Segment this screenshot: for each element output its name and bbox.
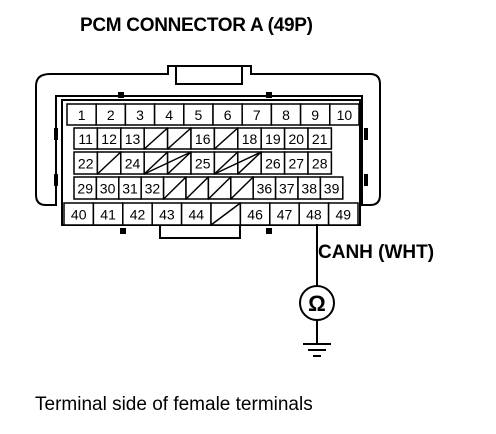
terminal-label: 42 — [130, 207, 146, 223]
terminal-label: 16 — [195, 131, 211, 147]
diagram-title: PCM CONNECTOR A (49P) — [80, 15, 313, 36]
terminal-label: 26 — [265, 156, 281, 172]
blank-slash — [213, 127, 239, 150]
diagram-caption: Terminal side of female terminals — [35, 394, 313, 415]
blank-slash — [213, 151, 239, 175]
terminal-label: 44 — [189, 207, 205, 223]
terminal-label: 36 — [257, 181, 273, 197]
terminal-label: 11 — [78, 131, 93, 147]
blank-slash — [210, 202, 241, 226]
terminal-label: 38 — [301, 181, 317, 197]
terminal-label: 37 — [279, 181, 295, 197]
blank-slash — [185, 176, 209, 200]
terminal-49 — [327, 202, 359, 226]
terminal-label: 18 — [242, 131, 258, 147]
blank-x — [214, 151, 262, 175]
terminal-label: 22 — [78, 156, 94, 172]
terminal-label: 21 — [312, 131, 328, 147]
terminal-label: 28 — [312, 156, 328, 172]
terminal-10 — [329, 103, 360, 126]
terminal-label: 2 — [107, 107, 115, 123]
blank-cavity-marks — [96, 127, 262, 226]
terminal-21 — [307, 127, 333, 150]
terminal-label: 31 — [122, 181, 138, 197]
terminal-label: 46 — [247, 207, 263, 223]
terminal-label: 49 — [336, 207, 352, 223]
probe-label: CANH (WHT) — [318, 242, 435, 263]
terminal-label: 41 — [100, 207, 116, 223]
blank-slash — [167, 151, 192, 175]
blank-slash — [230, 176, 254, 200]
terminal-label: 39 — [324, 181, 340, 197]
terminal-label: 12 — [101, 131, 117, 147]
terminal-label: 30 — [100, 181, 116, 197]
ohm-symbol: Ω — [308, 291, 326, 316]
terminal-label: 5 — [195, 107, 203, 123]
terminal-label: 3 — [136, 107, 144, 123]
terminal-label: 1 — [78, 107, 86, 123]
terminal-label: 7 — [253, 107, 261, 123]
terminal-label: 19 — [265, 131, 281, 147]
terminal-label: 32 — [145, 181, 161, 197]
terminal-label: 13 — [125, 131, 141, 147]
terminal-39 — [319, 176, 344, 200]
blank-slash — [143, 127, 169, 150]
blank-slash — [96, 151, 122, 175]
terminal-label: 25 — [195, 156, 211, 172]
terminal-label: 40 — [71, 207, 87, 223]
housing-outer-frame — [35, 65, 381, 206]
terminal-label: 10 — [337, 107, 353, 123]
terminal-label: 43 — [159, 207, 175, 223]
terminal-label: 48 — [306, 207, 322, 223]
terminal-label: 20 — [289, 131, 305, 147]
blank-slash — [143, 151, 169, 175]
terminal-label: 9 — [311, 107, 319, 123]
housing-nubs — [54, 92, 368, 234]
terminal-label: 4 — [165, 107, 173, 123]
blank-slash — [207, 176, 232, 200]
terminal-label: 29 — [77, 181, 93, 197]
blank-slash — [167, 127, 192, 150]
blank-slash — [237, 151, 262, 175]
terminal-label: 6 — [224, 107, 232, 123]
terminal-label: 8 — [282, 107, 290, 123]
terminal-label: 47 — [277, 207, 293, 223]
terminal-label: 27 — [289, 156, 305, 172]
lock-tab — [175, 66, 243, 85]
housing-key — [159, 225, 241, 239]
blank-x — [143, 151, 192, 175]
probe-wire — [299, 224, 335, 357]
terminal-28 — [307, 151, 333, 175]
blank-slash — [163, 176, 187, 200]
terminal-label: 24 — [125, 156, 141, 172]
